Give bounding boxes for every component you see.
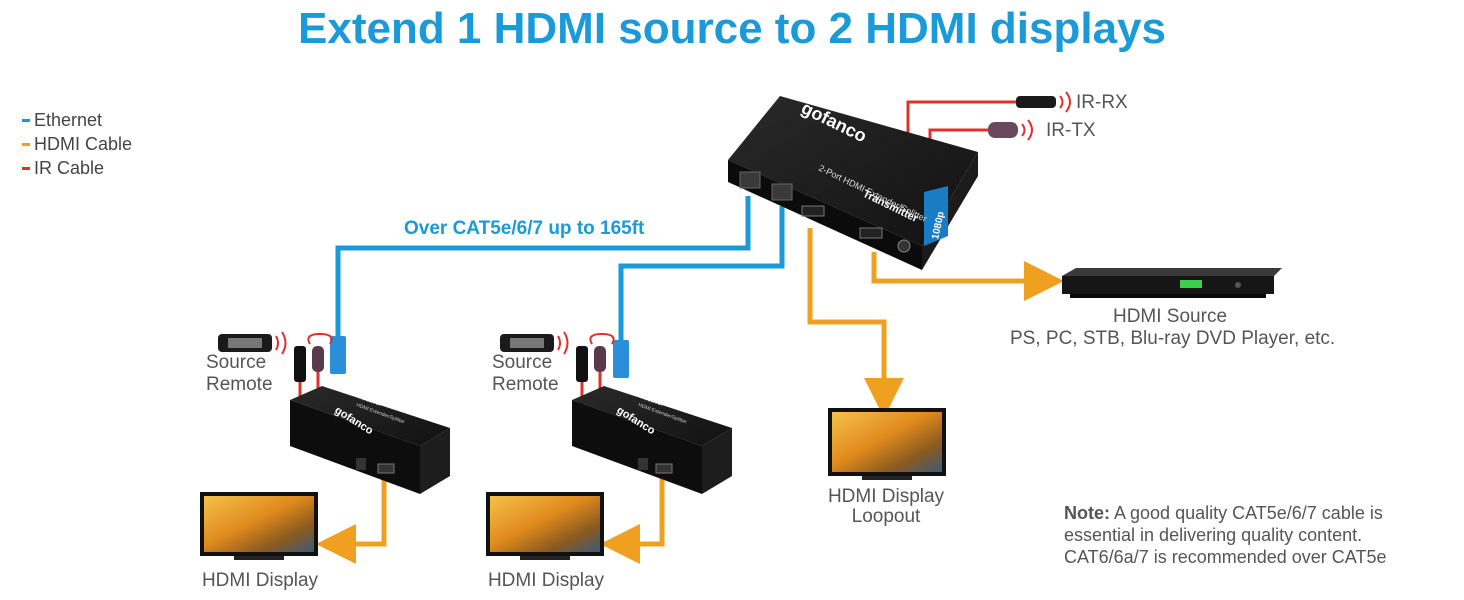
transmitter-device [728, 96, 978, 270]
hdmi-port-input [859, 227, 883, 239]
loopout-label-line2: Loopout [851, 506, 921, 527]
note-line-3: CAT6/6a/7 is recommended over CAT5e [1064, 547, 1387, 567]
hdmi-cable-loopout [807, 228, 904, 418]
legend-swatch-ir [22, 166, 30, 170]
hdmi-cable-display-left [316, 478, 387, 564]
bluray-player [1062, 268, 1282, 298]
hdmi-cable-display-right [600, 478, 665, 564]
ir-rx-dongle [1016, 91, 1071, 113]
ir-cable-rx [906, 100, 1016, 134]
ir-tx-dongle [988, 119, 1033, 141]
rj45-plug-right [613, 340, 629, 378]
legend: Ethernet HDMI Cable IR Cable [22, 108, 132, 180]
receiver-right-device [572, 386, 732, 494]
tv-display-left-icon [200, 492, 318, 560]
tv-display-loopout-icon [828, 408, 946, 480]
remote-control-left-icon [218, 331, 333, 355]
ir-sensor-left-rx [294, 346, 306, 382]
power-jack [897, 239, 911, 253]
remote-control-right-icon [500, 331, 615, 355]
note-line-2: essential in delivering quality content. [1064, 525, 1363, 545]
legend-item-ir: IR Cable [22, 156, 132, 180]
ir-sensor-left-tx [312, 346, 324, 372]
ir-cable-tx [928, 128, 990, 142]
hdmi-source-subtitle: PS, PC, STB, Blu-ray DVD Player, etc. [1010, 328, 1336, 349]
receiver-right-hdmi-port [655, 463, 673, 474]
loopout-label-line1: HDMI Display [827, 486, 945, 507]
remote-right-label-line2: Remote [492, 374, 559, 395]
page-title: Extend 1 HDMI source to 2 HDMI displays [298, 4, 1166, 53]
legend-swatch-ethernet [22, 118, 30, 122]
remote-left-label-line2: Remote [206, 374, 273, 395]
ir-tx-label: IR-TX [1046, 120, 1096, 141]
rj45-port-1 [739, 171, 761, 189]
hdmi-cable-source [871, 252, 1064, 301]
rj45-port-2 [771, 183, 793, 201]
ir-rx-label: IR-RX [1076, 92, 1128, 113]
hdmi-source-title: HDMI Source [1112, 306, 1228, 327]
note-text-1: A good quality CAT5e/6/7 cable is [1110, 503, 1383, 523]
display-left-label: HDMI Display [201, 570, 319, 591]
legend-item-hdmi: HDMI Cable [22, 132, 132, 156]
legend-swatch-hdmi [22, 142, 30, 146]
ir-sensor-right-rx [576, 346, 588, 382]
ethernet-cable-left [335, 196, 751, 336]
note-bold: Note: [1064, 503, 1110, 523]
note-block: Note: A good quality CAT5e/6/7 cable is … [1064, 502, 1386, 568]
remote-left-label-line1: Source [206, 352, 267, 373]
note-line-1: Note: A good quality CAT5e/6/7 cable is [1064, 502, 1386, 524]
ethernet-cable-right [618, 206, 785, 340]
tv-display-right-icon [486, 492, 604, 560]
receiver-left-hdmi-port [377, 463, 395, 474]
cable-length-label: Over CAT5e/6/7 up to 165ft [404, 218, 645, 239]
receiver-left-device [290, 386, 450, 494]
legend-label-hdmi: HDMI Cable [34, 134, 133, 154]
hdmi-port-loopout [801, 205, 825, 217]
legend-label-ethernet: Ethernet [34, 110, 103, 130]
transmitter-badge [924, 186, 948, 246]
remote-right-label-line1: Source [492, 352, 553, 373]
legend-label-ir: IR Cable [34, 158, 105, 178]
legend-item-ethernet: Ethernet [22, 108, 132, 132]
ir-sensor-right-tx [594, 346, 606, 372]
rj45-plug-left [330, 336, 346, 374]
display-right-label: HDMI Display [487, 570, 605, 591]
